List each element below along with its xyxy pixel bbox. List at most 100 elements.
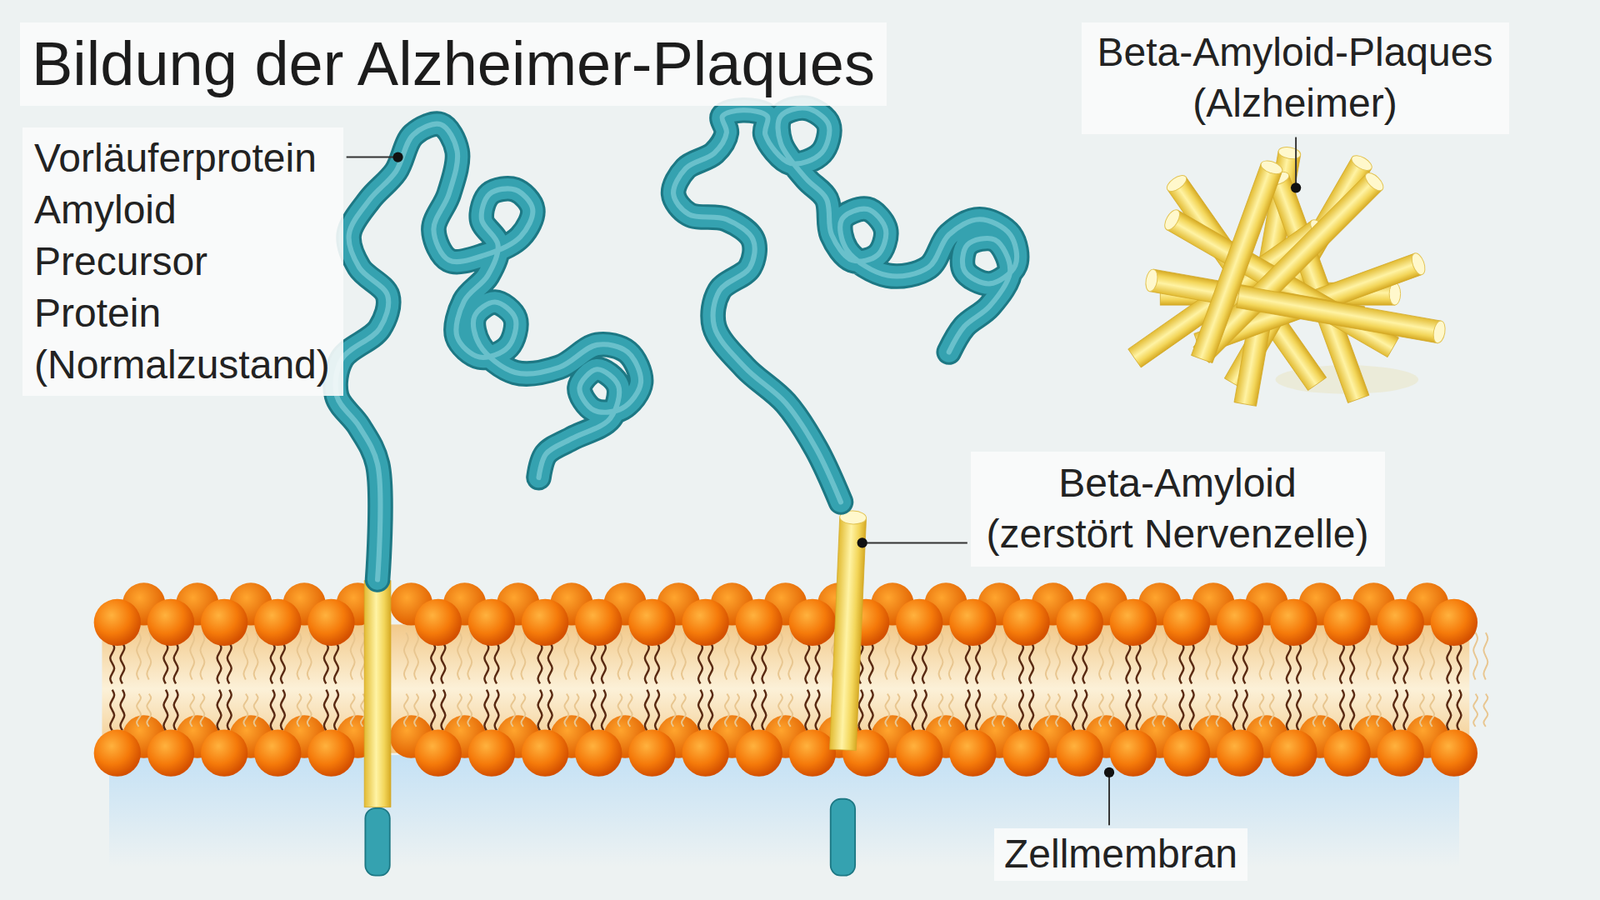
- lipid-head: [575, 730, 622, 777]
- lipid-tail: [1243, 690, 1248, 731]
- lipid-tail: [538, 642, 543, 684]
- lipid-tail-pale: [1002, 694, 1007, 727]
- lipid-tail-pale: [1045, 632, 1050, 680]
- lipid-head: [468, 599, 515, 646]
- lipid-tail-pale: [1313, 632, 1318, 680]
- lipid-head: [94, 599, 141, 646]
- lipid-tail-pale: [254, 694, 259, 727]
- lipid-tail-pale: [885, 694, 890, 727]
- lipid-tail: [698, 690, 703, 731]
- lipid-tail-pale: [1205, 632, 1210, 680]
- lipid-head: [1377, 730, 1425, 777]
- lipid-tail: [1233, 642, 1238, 684]
- cylinder-body: [364, 580, 391, 808]
- lipid-head: [789, 730, 836, 777]
- lipid-tail-pale: [467, 632, 472, 680]
- lipid-tail-pale: [778, 694, 783, 727]
- lipid-head: [1430, 730, 1478, 777]
- lipid-tail: [1180, 690, 1185, 731]
- lipid-tail-pale: [992, 632, 997, 680]
- lipid-tail-pale: [1313, 694, 1318, 727]
- lipid-tail-pale: [895, 632, 900, 680]
- cylinder-cap: [1161, 207, 1183, 233]
- lipid-tail-pale: [939, 632, 944, 680]
- lipid-tail-pale: [1099, 694, 1104, 727]
- lipid-tail: [1019, 690, 1024, 731]
- lipid-tail: [217, 690, 222, 731]
- lipid-tail-pale: [1099, 632, 1104, 680]
- cylinder-body: [1191, 163, 1283, 363]
- label-box: Vorläuferprotein Amyloid Precursor Prote…: [22, 127, 344, 396]
- lipid-tail: [1350, 690, 1355, 731]
- beta-amyloid-segment: [830, 510, 867, 750]
- lipid-tail: [484, 642, 489, 684]
- lipid-tail: [805, 642, 810, 684]
- lipid-tail-pale: [618, 632, 623, 680]
- lipid-tail: [430, 642, 435, 684]
- leader-dot: [1290, 182, 1301, 193]
- cylinder-cap: [1431, 320, 1447, 345]
- leader-line: [1295, 137, 1297, 189]
- leader-lines: [346, 137, 1302, 826]
- lipid-head: [307, 730, 355, 777]
- lipid-head: [200, 730, 248, 777]
- lipid-tail: [110, 690, 115, 731]
- lipid-head: [628, 599, 675, 646]
- lipid-tail: [965, 690, 970, 731]
- lipid-tail-pale: [520, 694, 525, 727]
- lipid-tail-pale: [681, 632, 686, 680]
- lipid-tail: [484, 690, 489, 731]
- lipid-tail-pale: [671, 694, 676, 727]
- lipid-head: [94, 730, 141, 777]
- title-box: Bildung der Alzheimer-Plaques: [20, 22, 887, 106]
- lipid-tail: [1082, 690, 1087, 731]
- lipid-tail: [965, 642, 970, 684]
- lipid-tail: [120, 642, 125, 684]
- lipid-tail-pale: [564, 694, 569, 727]
- lipid-tail-pale: [510, 694, 515, 727]
- lipid-tail: [1072, 690, 1077, 731]
- lipid-tail-pale: [136, 632, 141, 680]
- lipid-tail-pale: [1483, 632, 1488, 680]
- lipid-tail-pale: [1260, 694, 1265, 727]
- lipid-tail-pale: [136, 694, 141, 727]
- lipid-tail: [1393, 690, 1398, 731]
- lipid-tail: [922, 690, 927, 731]
- lipid-tail-pale: [1366, 694, 1371, 727]
- lipid-tail: [1446, 642, 1451, 684]
- lipid-head: [521, 599, 569, 646]
- lipid-tail: [912, 690, 917, 731]
- lipid-tail: [1136, 690, 1141, 731]
- lipid-tail: [975, 690, 980, 731]
- cylinder-cap: [1362, 170, 1387, 195]
- lipid-tail: [751, 690, 756, 731]
- lipid-tail-pale: [350, 694, 355, 727]
- lipid-tail-pale: [414, 632, 419, 680]
- lipid-head: [1056, 599, 1104, 646]
- cylinder-body: [830, 516, 867, 750]
- lipid-tail-pale: [725, 694, 730, 727]
- lipid-tail: [1296, 690, 1301, 731]
- lipid-tail: [538, 690, 543, 731]
- lipid-tail: [1403, 690, 1408, 731]
- callout-label: Vorläuferprotein Amyloid Precursor Prote…: [34, 132, 332, 391]
- lipid-head: [147, 730, 195, 777]
- lipid-tail: [280, 642, 285, 684]
- lipid-head: [468, 730, 515, 777]
- lipid-tail-pale: [1152, 632, 1157, 680]
- lipid-tail-pale: [1376, 632, 1381, 680]
- proteins: [335, 107, 1018, 875]
- lipid-tail: [761, 642, 766, 684]
- lipid-tail-pale: [949, 694, 954, 727]
- lipid-tail: [227, 690, 232, 731]
- lipid-head: [1163, 599, 1210, 646]
- lipid-head: [254, 730, 301, 777]
- lipid-head: [895, 730, 943, 777]
- lipid-head: [415, 730, 462, 777]
- lipid-tail-pale: [1152, 694, 1157, 727]
- lipid-tail-pale: [778, 632, 783, 680]
- lipid-tail: [1457, 690, 1462, 731]
- lipid-head: [949, 730, 996, 777]
- lipid-tail: [591, 642, 596, 684]
- lipid-tail: [334, 642, 339, 684]
